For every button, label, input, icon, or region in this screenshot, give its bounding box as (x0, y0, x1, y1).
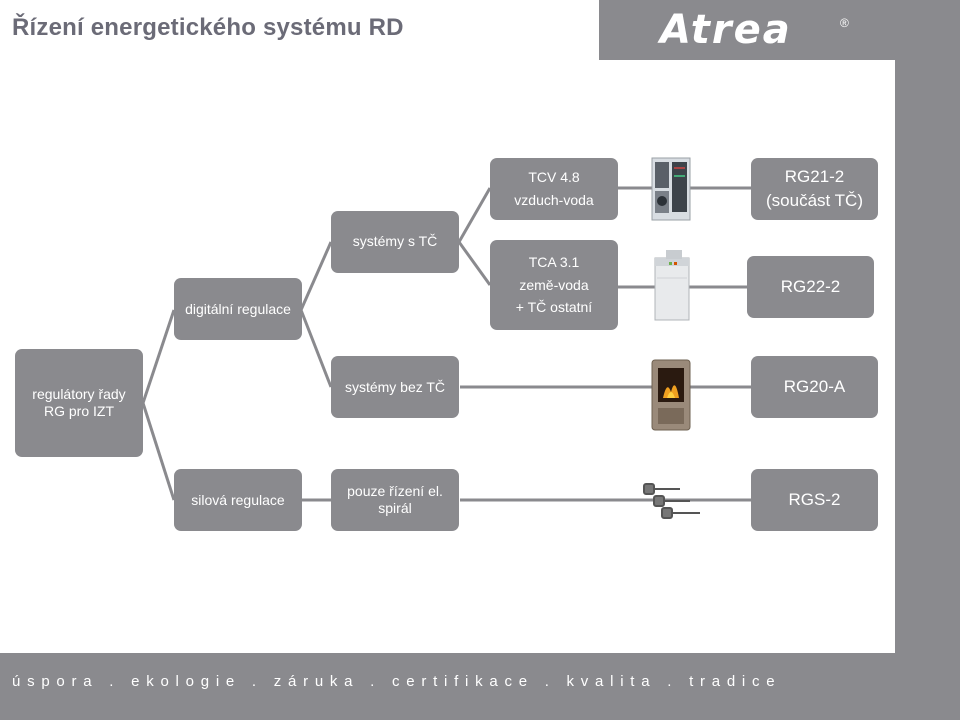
connector-digital-withouthp (299, 309, 333, 388)
connector-root-digital (141, 309, 176, 404)
footer-bar: úspora . ekologie . záruka . certifikace… (0, 653, 960, 720)
rg21-note: (součást TČ) (766, 191, 863, 210)
spiral-line2: spirál (378, 500, 412, 516)
rg20-box: RG20-A (751, 356, 878, 418)
footer-slogan: úspora . ekologie . záruka . certifikace… (12, 673, 782, 690)
rg20-label: RG20-A (783, 376, 846, 396)
power-regulation-label: silová regulace (191, 491, 285, 508)
registered-mark: ® (840, 16, 849, 30)
rg22-box: RG22-2 (747, 256, 874, 318)
rgs-box: RGS-2 (751, 469, 878, 531)
tca-model: TCA 3.1 (528, 253, 580, 270)
rg21-box: RG21-2 (součást TČ) (751, 158, 878, 220)
tcv-type: vzduch-voda (514, 192, 594, 208)
with-hp-box: systémy s TČ (331, 211, 459, 273)
connector-digital-withhp (299, 241, 333, 311)
logo-area (599, 0, 895, 60)
digital-regulation-box: digitální regulace (174, 278, 302, 340)
with-hp-label: systémy s TČ (352, 233, 438, 249)
digital-regulation-label: digitální regulace (185, 301, 291, 318)
atrea-logo: Atrea (660, 7, 792, 53)
root-line1: regulátory řady (32, 386, 126, 403)
root-box: regulátory řady RG pro IZT (15, 349, 143, 457)
connector-withhp-tca (457, 241, 492, 286)
right-decor-bar (895, 0, 960, 653)
electric-heating-spirals-image (643, 483, 700, 519)
tcv-box: TCV 4.8 vzduch-voda (490, 158, 618, 220)
ground-water-heatpump-image (654, 250, 690, 321)
tcv-model: TCV 4.8 (528, 169, 580, 186)
rg21-model: RG21-2 (784, 166, 845, 186)
spiral-box: pouze řízení el. spirál (331, 469, 459, 531)
power-regulation-box: silová regulace (174, 469, 302, 531)
page-title: Řízení energetického systému RD (12, 14, 404, 41)
connector-withhp-tcv (457, 187, 492, 243)
without-hp-label: systémy bez TČ (344, 378, 446, 395)
connector-root-power (141, 402, 176, 501)
root-line2: RG pro IZT (43, 403, 114, 419)
tca-type: země-voda (519, 276, 589, 293)
rg22-label: RG22-2 (780, 276, 841, 296)
tca-other: + TČ ostatní (515, 299, 593, 316)
tca-box: TCA 3.1 země-voda + TČ ostatní (490, 240, 618, 330)
fireplace-stove-image (651, 359, 691, 431)
air-water-heatpump-image (651, 157, 691, 221)
rgs-label: RGS-2 (788, 489, 841, 509)
without-hp-box: systémy bez TČ (331, 356, 459, 418)
spiral-line1: pouze řízení el. (347, 483, 443, 500)
